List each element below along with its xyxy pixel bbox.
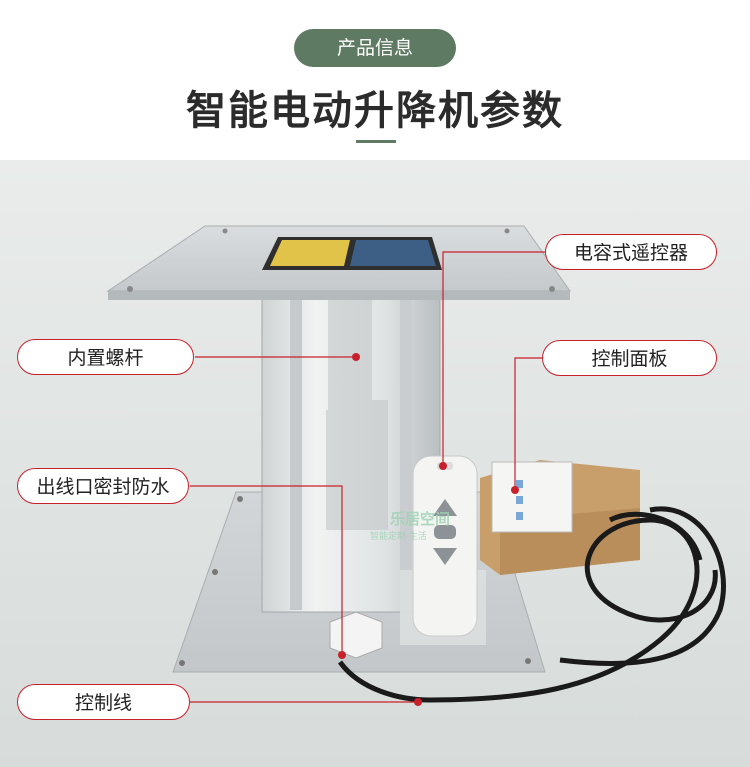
callout-waterproof: 出线口密封防水: [17, 468, 189, 504]
page-title: 智能电动升降机参数: [186, 88, 564, 134]
watermark-slogan: 智能定制·生活: [370, 532, 427, 542]
lift-top-plate: [106, 225, 571, 300]
header: 产品信息 智能电动升降机参数: [0, 0, 750, 160]
callout-screw: 内置螺杆: [17, 339, 194, 375]
callout-cable: 控制线: [17, 684, 190, 720]
brand-watermark: 乐居空间 智能定制·生活: [370, 508, 451, 542]
remote-holder-and-remote: [400, 455, 486, 645]
callout-remote: 电容式遥控器: [545, 234, 717, 270]
callout-lines: [190, 251, 545, 703]
control-box: [480, 460, 640, 575]
callout-dots: [338, 353, 519, 706]
callout-panel: 控制面板: [542, 340, 717, 376]
title-underline: [356, 140, 396, 143]
watermark-brand: 乐居空间: [390, 510, 451, 528]
section-pill: 产品信息: [294, 29, 456, 67]
